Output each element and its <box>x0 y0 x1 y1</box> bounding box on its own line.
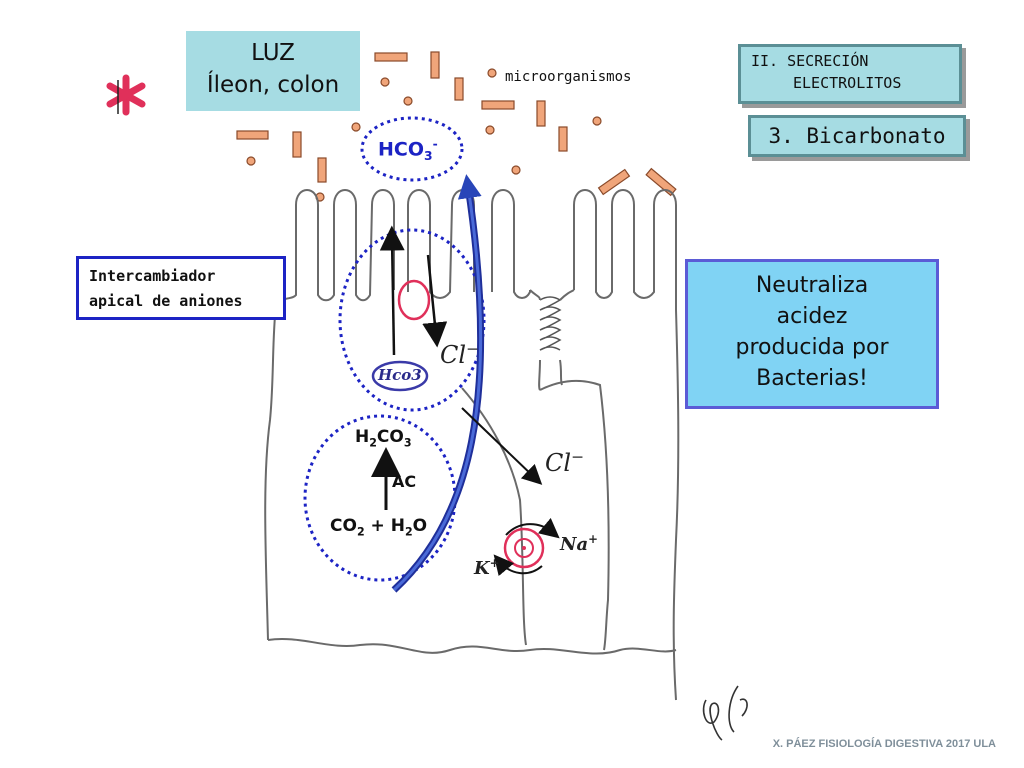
footer-credit: X. PÁEZ FISIOLOGÍA DIGESTIVA 2017 ULA <box>772 738 996 750</box>
bacterium-rod <box>236 130 269 140</box>
bacterium-rod <box>292 131 302 158</box>
note-line4: Bacterias! <box>756 366 868 391</box>
cl-exit-arrow <box>461 407 543 485</box>
bacterium-rod <box>481 100 515 110</box>
section-line1: II. SECRECIÓN <box>751 52 869 70</box>
cl-exit-label: Cl− <box>545 448 585 477</box>
note-line1: Neutraliza <box>755 273 869 298</box>
asterisk-icon <box>106 74 146 116</box>
na-k-pump-icon <box>493 517 560 577</box>
cell-boundary <box>461 387 527 646</box>
exchanger-label-box: Intercambiador apical de aniones <box>76 256 286 320</box>
cl-intracellular-label: Cl− <box>440 340 480 369</box>
h2co3-label: H2CO3 <box>355 427 412 450</box>
microorganisms-label: microorganismos <box>505 69 632 85</box>
lumen-hco3-label: HCO3- <box>378 137 438 164</box>
note-box: Neutraliza acidez producida por Bacteria… <box>685 259 939 409</box>
bacterium-rod <box>645 167 677 197</box>
note-line2: acidez <box>776 304 848 329</box>
bacterium-rod <box>536 100 546 127</box>
exchanger-line1: Intercambiador <box>89 267 216 285</box>
epithelium-outline <box>264 189 680 701</box>
hco3-out-arrow <box>379 225 405 356</box>
microvilli-coil <box>539 296 562 351</box>
lumen-title: LUZ <box>251 40 295 66</box>
lumen-subtitle: Íleon, colon <box>206 72 340 98</box>
bacterium-rod <box>454 77 464 101</box>
cell-outline <box>529 289 575 391</box>
bacterium-rod <box>558 126 568 152</box>
na-label: Na+ <box>560 532 598 555</box>
cell-boundary <box>539 379 610 651</box>
bacterium-rod <box>597 168 631 196</box>
anion-exchanger-icon <box>397 279 431 321</box>
bacteria-rods <box>236 51 677 197</box>
bacterium-rod <box>317 157 327 183</box>
cell-outline <box>267 638 677 655</box>
topic-box: 3. Bicarbonato <box>748 115 966 157</box>
bacterium-rod <box>430 51 440 79</box>
section-line2: ELECTROLITOS <box>793 74 902 92</box>
carbonic-anhydrase-label: AC <box>392 472 417 491</box>
exchanger-line2: apical de aniones <box>89 292 243 310</box>
co2-h2o-label: CO2 + H2O <box>330 516 428 539</box>
hco3-intracellular-label: Hco3 <box>378 366 422 384</box>
k-label: K+ <box>474 556 500 579</box>
note-line3: producida por <box>735 335 889 360</box>
section-box: II. SECRECIÓN ELECTROLITOS <box>738 44 962 104</box>
cl-in-arrow <box>422 254 448 348</box>
lumen-hco3-circle <box>360 116 464 182</box>
bacterium-rod <box>374 52 408 62</box>
hco3-intracellular-oval <box>371 360 429 392</box>
exchanger-circle <box>338 228 486 412</box>
lumen-label-box: LUZ Íleon, colon <box>186 31 360 111</box>
signature-icon <box>702 685 748 741</box>
